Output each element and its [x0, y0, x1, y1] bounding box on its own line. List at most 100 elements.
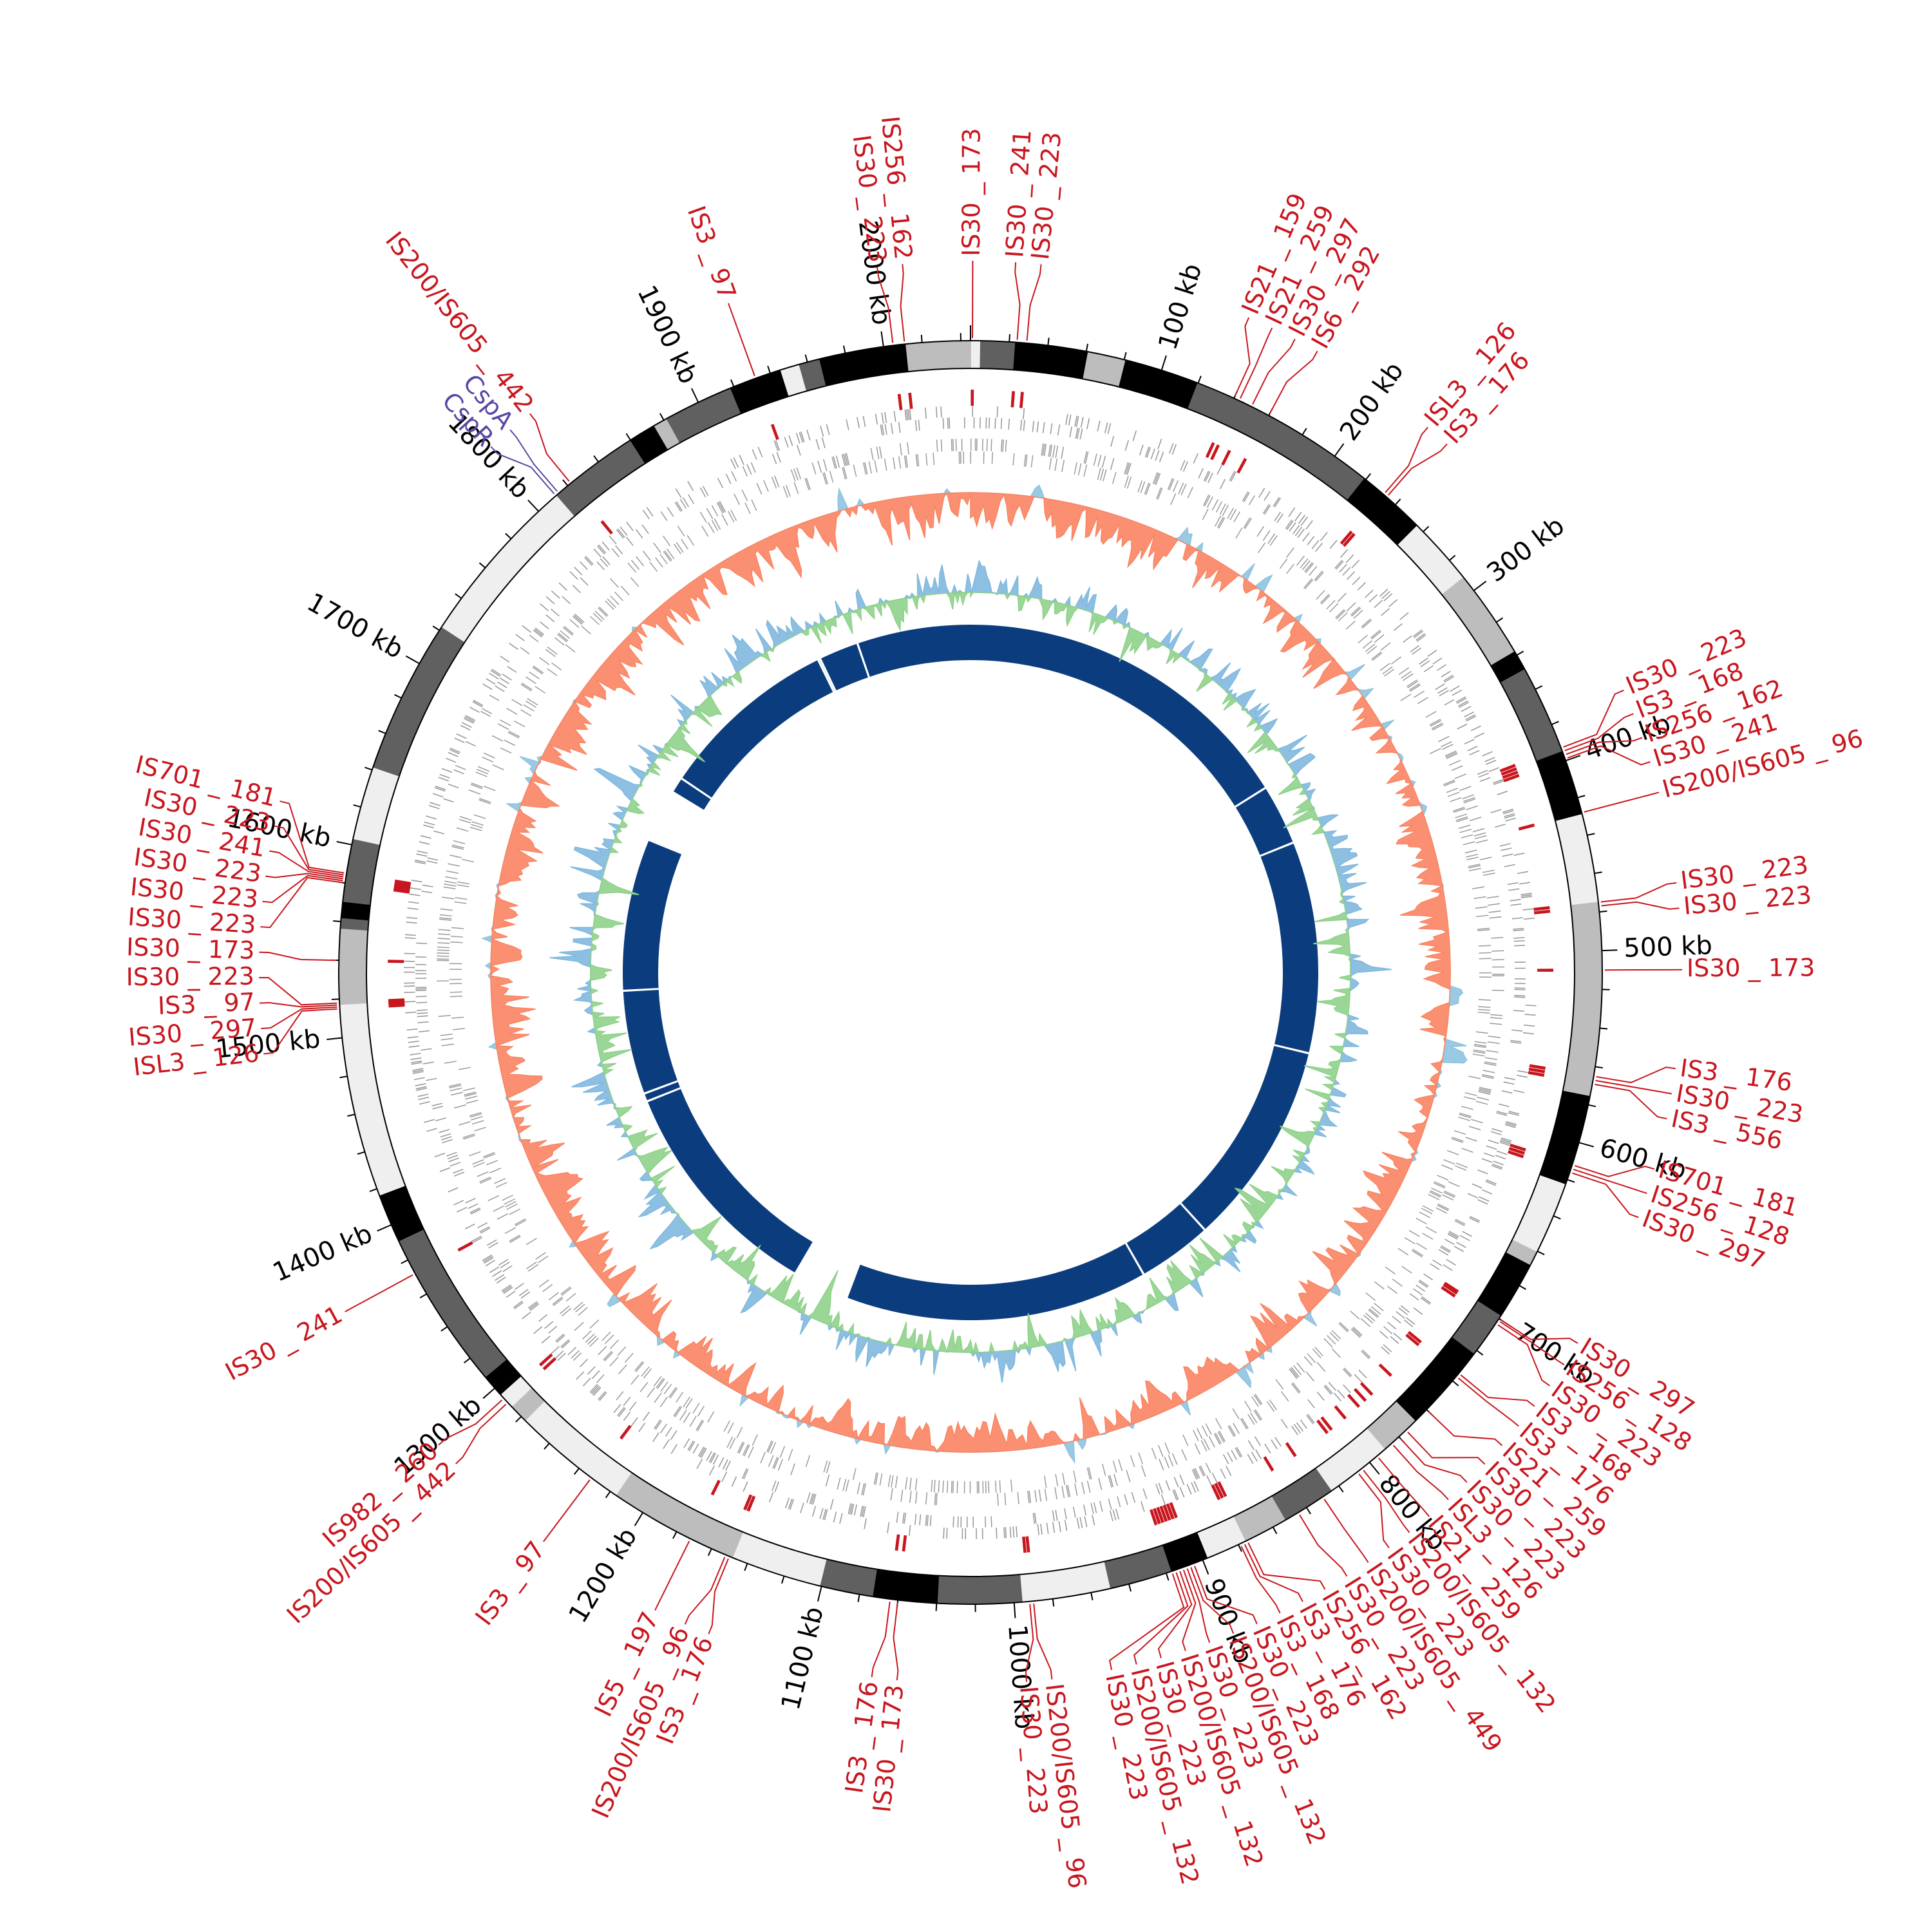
forward-gene — [949, 417, 951, 429]
tick-label: 100 kb — [1153, 260, 1208, 354]
is-element-mark — [1153, 1508, 1161, 1524]
reverse-gene — [1452, 1137, 1464, 1142]
reverse-gene — [451, 846, 464, 850]
reverse-gene — [441, 1043, 454, 1046]
forward-gene — [1023, 408, 1025, 419]
forward-gene — [904, 409, 907, 421]
forward-gene — [1514, 996, 1526, 998]
forward-gene — [426, 860, 438, 864]
reverse-gene — [1425, 711, 1437, 718]
forward-gene — [1418, 1280, 1428, 1288]
reverse-gene — [533, 665, 544, 674]
forward-gene — [420, 835, 431, 839]
forward-gene — [1496, 1150, 1508, 1155]
forward-gene — [1418, 658, 1428, 665]
forward-gene — [1374, 600, 1383, 609]
reverse-gene — [1027, 1491, 1030, 1504]
reverse-gene — [887, 1475, 891, 1488]
reverse-gene — [951, 1481, 952, 1493]
reverse-gene — [1232, 1408, 1240, 1419]
forward-gene — [973, 417, 975, 429]
ideogram-band — [343, 838, 381, 905]
forward-gene — [1036, 421, 1039, 433]
reverse-gene — [788, 1448, 793, 1461]
ideogram-band — [350, 1085, 399, 1175]
reverse-gene — [1430, 1190, 1442, 1197]
reverse-gene — [557, 634, 567, 643]
reverse-gene — [1477, 927, 1490, 930]
ideogram-band — [602, 440, 646, 482]
forward-gene — [1097, 421, 1101, 431]
reverse-gene — [562, 627, 573, 636]
reverse-gene — [565, 1293, 576, 1302]
forward-gene — [502, 674, 512, 681]
forward-gene — [1511, 1029, 1523, 1032]
reverse-gene — [514, 720, 526, 728]
is-element-mark — [1510, 1143, 1526, 1151]
reverse-gene — [472, 1159, 484, 1165]
forward-gene — [1520, 893, 1532, 896]
reverse-gene — [1443, 781, 1455, 787]
reverse-gene — [462, 1133, 475, 1139]
reverse-gene — [1350, 1329, 1361, 1338]
label-leader-line — [684, 1557, 726, 1625]
reverse-gene — [469, 1151, 481, 1157]
forward-gene — [509, 643, 519, 650]
major-tick — [482, 1387, 495, 1399]
reverse-gene — [1314, 1347, 1323, 1357]
reverse-gene — [1454, 773, 1466, 779]
major-tick — [1578, 1142, 1595, 1148]
reverse-gene — [1419, 1211, 1431, 1218]
forward-gene — [908, 1524, 911, 1536]
reverse-gene — [796, 467, 802, 480]
forward-gene — [1437, 687, 1448, 694]
forward-gene — [674, 502, 682, 512]
forward-gene — [1505, 817, 1516, 822]
reverse-gene — [857, 1482, 861, 1495]
reverse-gene — [914, 1478, 918, 1491]
forward-gene — [473, 699, 484, 706]
reverse-gene — [1130, 1455, 1135, 1468]
minor-tick — [593, 455, 599, 462]
forward-gene — [494, 1274, 505, 1282]
reverse-gene — [561, 1307, 572, 1317]
reverse-gene — [601, 1331, 611, 1341]
forward-gene — [404, 1001, 416, 1003]
forward-gene — [1467, 746, 1478, 752]
forward-gene — [1459, 1235, 1470, 1242]
reverse-gene — [1086, 1467, 1091, 1480]
forward-gene — [1264, 491, 1271, 501]
forward-gene — [419, 1101, 430, 1105]
is-element-mark — [1378, 1363, 1392, 1377]
forward-gene — [502, 1285, 512, 1293]
forward-gene — [464, 1223, 475, 1229]
forward-gene — [963, 417, 965, 429]
forward-gene — [1068, 414, 1072, 426]
reverse-gene — [1253, 1410, 1262, 1421]
reverse-gene — [683, 1412, 691, 1423]
forward-gene — [1086, 418, 1090, 430]
forward-gene — [1347, 571, 1355, 580]
reverse-gene — [876, 446, 880, 459]
ideogram-band — [341, 901, 370, 921]
minor-tick — [1128, 1584, 1132, 1592]
reverse-gene — [741, 489, 748, 502]
reverse-gene — [1054, 1487, 1057, 1500]
forward-gene — [1235, 1447, 1242, 1458]
reverse-gene — [707, 522, 715, 533]
label-leader-line — [1567, 745, 1651, 766]
reverse-gene — [835, 455, 840, 468]
tick-label: 500 kb — [1624, 931, 1713, 963]
forward-gene — [538, 1314, 548, 1322]
reverse-gene — [1472, 886, 1485, 889]
forward-gene — [431, 1103, 442, 1107]
forward-gene — [496, 1276, 506, 1284]
forward-gene — [482, 1256, 493, 1263]
forward-gene — [1522, 908, 1534, 911]
reverse-gene — [824, 472, 828, 484]
forward-gene — [422, 884, 433, 887]
forward-gene — [500, 1261, 510, 1269]
reverse-gene — [1461, 1106, 1473, 1110]
reverse-gene — [716, 502, 724, 514]
label-leader-line — [1595, 1079, 1672, 1095]
